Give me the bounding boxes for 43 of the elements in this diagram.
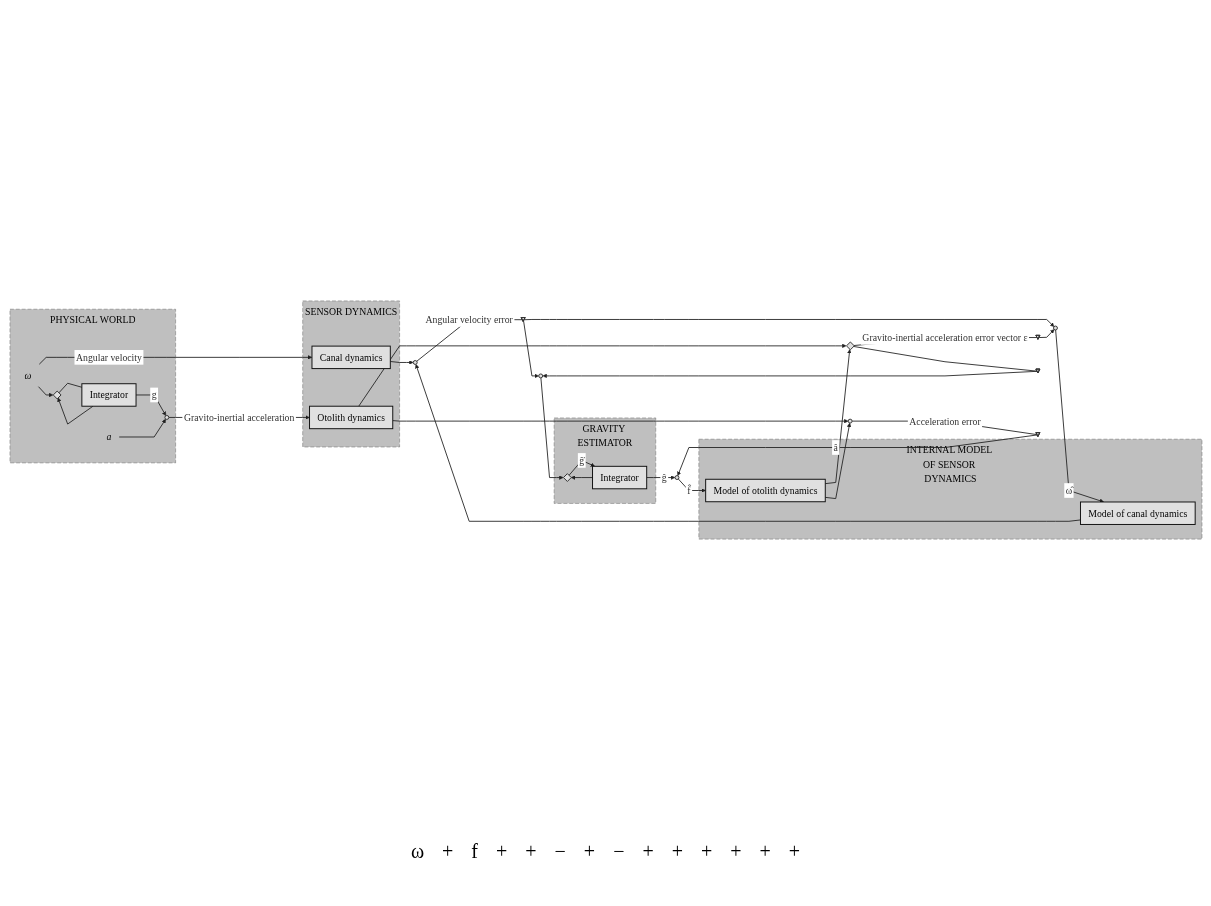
node-text: a — [106, 431, 111, 443]
edge-label: f̂ — [686, 485, 691, 496]
node-circle — [1052, 325, 1058, 331]
node-box: Canal dynamics — [311, 345, 391, 370]
node-box: Model of canal dynamics — [1079, 501, 1196, 525]
signal-label: + — [788, 840, 801, 863]
node-circle — [674, 475, 679, 480]
signal-label: + — [442, 840, 454, 863]
node-box: Otolith dynamics — [308, 405, 393, 430]
node-diamond — [52, 390, 62, 400]
edge-label: â — [833, 442, 838, 453]
node-diamond — [845, 341, 855, 351]
edge-label: Gravito-inertial acceleration — [183, 412, 294, 423]
node-circle — [163, 415, 169, 420]
signal-label: + — [583, 840, 596, 863]
signal-label: + — [496, 840, 508, 863]
signal-label: + — [730, 840, 742, 863]
signal-label: − — [554, 840, 566, 863]
node-box: Integrator — [591, 465, 647, 490]
signal-label: + — [701, 840, 713, 863]
edge-label: Angular velocity — [75, 351, 142, 363]
node-box: Model of otolith dynamics — [704, 478, 826, 503]
node-circle — [537, 373, 543, 379]
edge-label: ĝ̇ — [578, 455, 584, 466]
edge-label: ĝ — [661, 472, 667, 483]
node-text: ω — [24, 370, 32, 381]
signal-label: + — [642, 840, 654, 863]
edge-label: ω̂ — [1065, 485, 1072, 496]
signal-label: f — [471, 840, 478, 863]
edge-label: Gravito-inertial acceleration error vector ε — [861, 331, 1028, 343]
node-circle — [412, 360, 418, 365]
node-diamond — [562, 473, 572, 482]
signal-label: + — [525, 840, 537, 863]
edge-label: Acceleration error — [908, 415, 981, 427]
node-circle — [847, 418, 853, 424]
signal-label: + — [759, 840, 771, 863]
node-box: Integrator — [80, 383, 137, 407]
edge-label: g — [151, 389, 157, 401]
connector — [852, 345, 1038, 372]
signal-label: ω — [410, 840, 425, 863]
signal-label: + — [671, 840, 683, 863]
signal-label: − — [613, 840, 625, 863]
edge-label: Angular velocity error — [425, 314, 513, 325]
